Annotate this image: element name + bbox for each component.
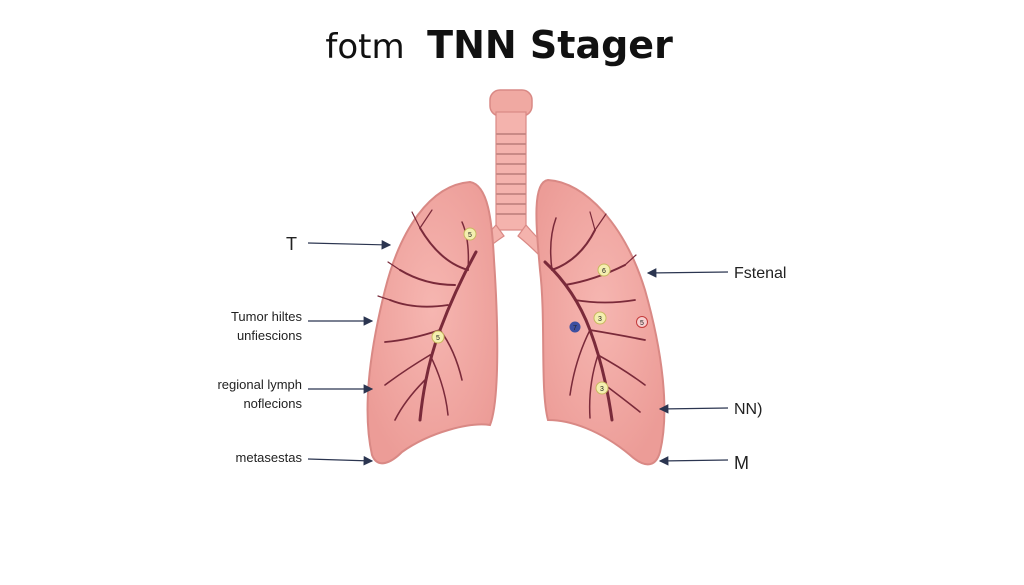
marker-right-mid: 3: [593, 311, 607, 325]
label-metastases: metasestas: [236, 450, 303, 465]
left-lung-vessels: [377, 209, 478, 422]
trachea-rings: [496, 133, 526, 215]
marker-right-mid-label: 3: [598, 316, 602, 323]
label-m: M: [734, 453, 749, 473]
marker-right-blue-label: 7: [573, 325, 577, 332]
marker-left-mid: 5: [431, 330, 445, 344]
label-nn: NN): [734, 401, 762, 418]
label-t: T: [286, 234, 297, 254]
marker-right-low: 3: [595, 381, 609, 395]
marker-left-upper: 5: [463, 227, 477, 241]
arrow-fstenal: [646, 268, 729, 278]
arrow-t: [307, 239, 392, 250]
label-fstenal: Fstenal: [734, 265, 786, 282]
arrow-nn: [658, 404, 729, 414]
label-regional-line1: regional lymph: [217, 377, 302, 392]
marker-left-mid-label: 5: [436, 335, 440, 342]
marker-right-red: 5: [636, 316, 648, 328]
marker-right-low-label: 3: [600, 386, 604, 393]
marker-right-upper-label: 6: [602, 268, 606, 275]
marker-right-upper: 6: [597, 263, 611, 277]
arrow-metastases: [307, 455, 374, 466]
left-arrows: [307, 239, 392, 466]
right-arrows: [646, 268, 729, 466]
label-tumor-line2: unfiescions: [237, 328, 303, 343]
page-title: TNN Stager: [427, 23, 673, 67]
left-lung: [366, 180, 499, 465]
marker-right-blue: 7: [569, 321, 581, 333]
marker-right-red-label: 5: [640, 320, 644, 327]
label-tumor-line1: Tumor hiltes: [231, 309, 303, 324]
marker-left-upper-label: 5: [468, 232, 472, 239]
page-title-prefix: fotm: [325, 27, 404, 67]
arrow-m: [658, 456, 729, 466]
label-regional-line2: noflecions: [243, 396, 302, 411]
